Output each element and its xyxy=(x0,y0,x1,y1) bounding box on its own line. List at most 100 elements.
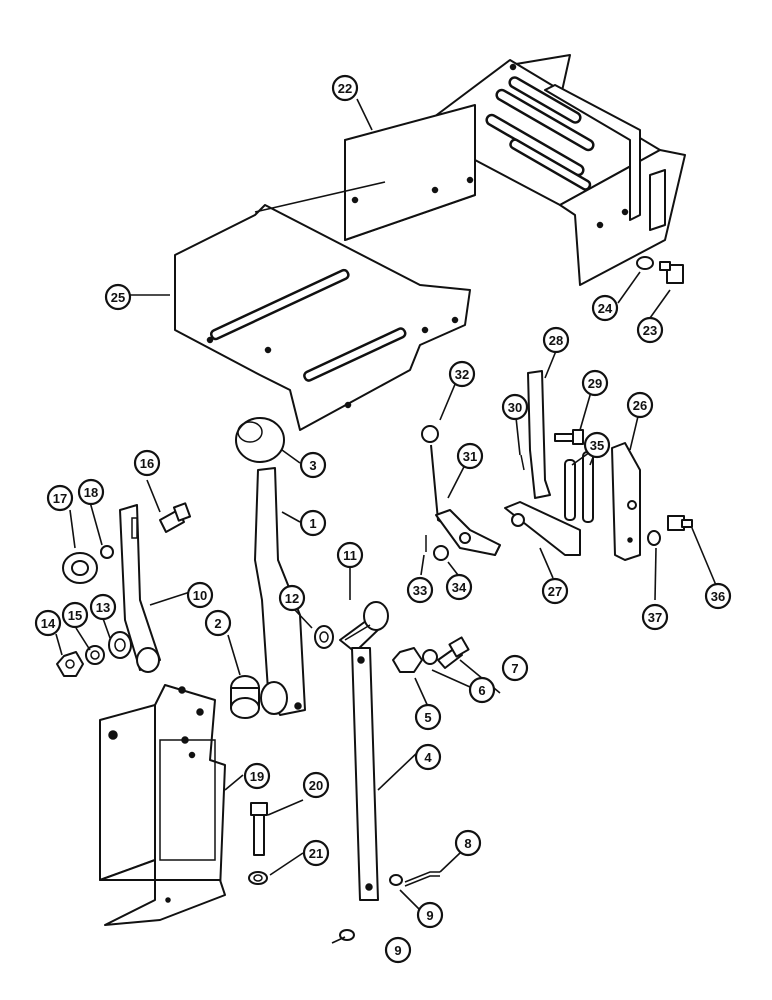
svg-text:5: 5 xyxy=(424,710,431,725)
part-27-cross-lever xyxy=(504,501,581,556)
callout-22: 22 xyxy=(331,74,359,102)
svg-text:19: 19 xyxy=(250,769,264,784)
svg-text:29: 29 xyxy=(588,376,602,391)
callout-2: 2 xyxy=(204,609,232,637)
part-11-pivot-pin xyxy=(339,601,389,653)
svg-text:30: 30 xyxy=(508,400,522,415)
svg-text:23: 23 xyxy=(643,323,657,338)
callout-28: 28 xyxy=(542,326,570,354)
svg-text:25: 25 xyxy=(111,290,125,305)
svg-text:14: 14 xyxy=(41,616,56,631)
part-29-bolt xyxy=(554,429,584,445)
callout-13: 13 xyxy=(89,593,117,621)
part-6-washer xyxy=(422,649,438,665)
part-8-cotter-pin xyxy=(404,871,440,887)
callout-35: 35 xyxy=(583,431,611,459)
callout-12: 12 xyxy=(278,584,306,612)
part-31-bellcrank xyxy=(430,444,501,556)
svg-text:22: 22 xyxy=(338,81,352,96)
callout-8: 8 xyxy=(454,829,482,857)
part-5-nut xyxy=(392,647,423,673)
part-3-knob-cap xyxy=(235,417,285,463)
svg-text:36: 36 xyxy=(711,589,725,604)
callout-31: 31 xyxy=(456,442,484,470)
svg-text:31: 31 xyxy=(463,449,477,464)
callout-21: 21 xyxy=(302,839,330,867)
svg-text:35: 35 xyxy=(590,438,604,453)
callout-18: 18 xyxy=(77,478,105,506)
part-37-washer xyxy=(647,530,661,546)
svg-text:15: 15 xyxy=(68,608,82,623)
svg-text:11: 11 xyxy=(343,548,357,563)
svg-text:34: 34 xyxy=(452,580,467,595)
part-12-washer xyxy=(314,625,334,649)
part-4-link-rod xyxy=(351,647,379,901)
svg-text:9: 9 xyxy=(426,908,433,923)
callout-37: 37 xyxy=(641,603,669,631)
part-32-cap xyxy=(421,425,439,443)
part-7-bolt xyxy=(437,636,470,669)
callout-25: 25 xyxy=(104,283,132,311)
part-10-control-lever xyxy=(119,504,161,673)
callout-24: 24 xyxy=(591,294,619,322)
callout-15: 15 xyxy=(61,601,89,629)
svg-text:28: 28 xyxy=(549,333,563,348)
callout-5: 5 xyxy=(414,703,442,731)
callout-30: 30 xyxy=(501,393,529,421)
svg-text:8: 8 xyxy=(464,836,471,851)
part-24-washer xyxy=(636,256,654,270)
part-20-bolt xyxy=(250,802,268,856)
svg-text:2: 2 xyxy=(214,616,221,631)
part-13-spacer xyxy=(108,631,132,659)
callout-7: 7 xyxy=(501,654,529,682)
callout-3: 3 xyxy=(299,451,327,479)
callout-33: 33 xyxy=(406,576,434,604)
part-35-spring xyxy=(564,451,594,523)
part-2-bushing xyxy=(230,675,260,719)
part-34-washer xyxy=(433,545,449,561)
part-28-vertical-lever xyxy=(527,370,551,499)
svg-text:1: 1 xyxy=(309,516,316,531)
callout-6: 6 xyxy=(468,676,496,704)
callout-36: 36 xyxy=(704,582,732,610)
svg-text:6: 6 xyxy=(478,683,485,698)
callout-1: 1 xyxy=(299,509,327,537)
part-21-washer xyxy=(248,871,268,885)
callout-23: 23 xyxy=(636,316,664,344)
callout-34: 34 xyxy=(445,573,473,601)
callout-14: 14 xyxy=(34,609,62,637)
part-1-lever-arm xyxy=(254,467,306,716)
part-22-upper-bracket xyxy=(344,54,686,286)
svg-text:37: 37 xyxy=(648,610,662,625)
svg-text:12: 12 xyxy=(285,591,299,606)
part-25-cover-plate xyxy=(174,181,471,431)
svg-text:27: 27 xyxy=(548,584,562,599)
svg-text:16: 16 xyxy=(140,456,154,471)
svg-text:17: 17 xyxy=(53,491,67,506)
callout-16: 16 xyxy=(133,449,161,477)
part-15-lock-washer xyxy=(85,645,105,665)
part-18-washer xyxy=(100,545,114,559)
svg-text:20: 20 xyxy=(309,778,323,793)
svg-text:13: 13 xyxy=(96,600,110,615)
svg-text:10: 10 xyxy=(193,588,207,603)
svg-text:3: 3 xyxy=(309,458,316,473)
svg-text:18: 18 xyxy=(84,485,98,500)
callout-17: 17 xyxy=(46,484,74,512)
part-36-bolt xyxy=(667,515,693,531)
callout-9-a: 9 xyxy=(416,901,444,929)
callout-20: 20 xyxy=(302,771,330,799)
svg-text:9: 9 xyxy=(394,943,401,958)
part-17-thumb-knob xyxy=(62,552,98,584)
svg-text:33: 33 xyxy=(413,583,427,598)
svg-text:24: 24 xyxy=(598,301,613,316)
callout-11: 11 xyxy=(336,541,364,569)
svg-text:32: 32 xyxy=(455,367,469,382)
callout-26: 26 xyxy=(626,391,654,419)
part-9-washer-a xyxy=(389,874,403,886)
callout-32: 32 xyxy=(448,360,476,388)
svg-text:7: 7 xyxy=(511,661,518,676)
part-16-bolt xyxy=(159,502,192,533)
part-30-clip xyxy=(520,454,525,471)
